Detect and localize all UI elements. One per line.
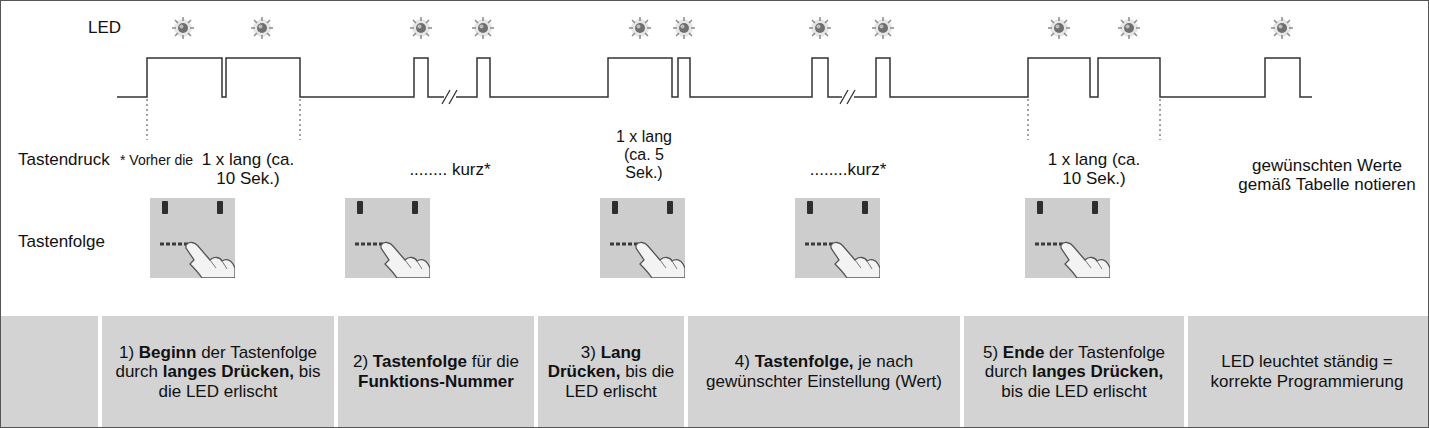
step-band (1, 316, 1428, 427)
step-word: die (158, 382, 181, 401)
step-word: Ende (1003, 343, 1045, 362)
step-word: 1) (119, 343, 134, 362)
step-word: 4) (735, 352, 750, 371)
press-note: 1 x lang (ca. 5 Sek.) (609, 128, 679, 182)
step-word: nach (876, 352, 913, 371)
step-word: bis (625, 362, 647, 381)
step-box: 3) Lang Drücken, bis die LED erlischt (538, 318, 684, 426)
step-word: Drücken, (221, 362, 294, 381)
step-word: (Wert) (895, 372, 942, 391)
press-note: 1 x lang (ca. 10 Sek.) (198, 150, 298, 188)
row-label: Tastenfolge (18, 232, 105, 251)
step-word: durch (115, 362, 158, 381)
step-word: erlischt (1093, 382, 1147, 401)
step-word: Beginn (139, 343, 197, 362)
step-box: 4) Tastenfolge, je nach gewünschter Eins… (688, 318, 960, 426)
step-box: 1) Beginn der Tastenfolge durch langes D… (102, 318, 334, 426)
led-icons (172, 17, 1293, 39)
step-text: 4) Tastenfolge, je nach gewünschter Eins… (696, 352, 952, 391)
step-word: die (496, 352, 519, 371)
step-word: Funktions-Nummer (358, 372, 514, 391)
footnote-note: * Vorher die (120, 153, 193, 169)
step-word: der (1049, 343, 1074, 362)
step-word: Drücken, (1091, 362, 1164, 381)
step-word: für (472, 352, 492, 371)
step-text: 5) Ende der Tastenfolge durch langes Drü… (972, 343, 1176, 402)
step-word: leuchtet (1259, 352, 1319, 371)
step-box: 2) Tastenfolge für die Funktions-Nummer (338, 318, 534, 426)
step-word: erlischt (603, 382, 657, 401)
press-note: ........kurz* (778, 160, 918, 179)
step-word: Lang (601, 343, 642, 362)
step-word: 3) (581, 343, 596, 362)
step-word: 2) (353, 352, 368, 371)
step-word: gewünschter (706, 372, 802, 391)
step-word: = (1383, 352, 1393, 371)
step-word: Drücken, (548, 362, 621, 381)
break-marks (442, 90, 855, 104)
step-text: 2) Tastenfolge für die Funktions-Nummer (346, 352, 526, 391)
step-word: korrekte (1211, 372, 1272, 391)
step-word: LED (1055, 382, 1088, 401)
step-text: LED leuchtet ständig = korrekte Programm… (1196, 352, 1418, 391)
step-word: ständig (1323, 352, 1378, 371)
signal-waveform (117, 58, 1312, 97)
step-word: bis (299, 362, 321, 381)
step-word: LED (1221, 352, 1254, 371)
press-note: 1 x lang (ca. 10 Sek.) (1044, 150, 1144, 188)
press-note: ........ kurz* (380, 160, 520, 179)
step-word: erlischt (224, 382, 278, 401)
instruction-note: gewünschten Werte gemäß Tabelle notieren (1238, 156, 1416, 194)
step-text: 1) Beginn der Tastenfolge durch langes D… (110, 343, 326, 402)
step-word: Tastenfolge (1078, 343, 1165, 362)
step-word: Tastenfolge, (755, 352, 854, 371)
band-separators (100, 316, 1186, 427)
step-word: durch (985, 362, 1028, 381)
step-word: LED (565, 382, 598, 401)
hand-pictures (150, 198, 1110, 278)
step-word: die (652, 362, 675, 381)
step-word: langes (163, 362, 217, 381)
step-word: Einstellung (807, 372, 890, 391)
step-word: Tastenfolge (373, 352, 467, 371)
step-box: LED leuchtet ständig = korrekte Programm… (1188, 318, 1426, 426)
step-word: bis (1001, 382, 1023, 401)
step-text: 3) Lang Drücken, bis die LED erlischt (546, 343, 676, 402)
step-word: LED (186, 382, 219, 401)
signal-label: LED (88, 18, 121, 37)
signal-label: Tastendruck (18, 150, 110, 169)
step-word: je (858, 352, 871, 371)
step-word: der (201, 343, 226, 362)
step-word: langes (1032, 362, 1086, 381)
step-word: die (1028, 382, 1051, 401)
step-word: 5) (983, 343, 998, 362)
step-box: 5) Ende der Tastenfolge durch langes Drü… (964, 318, 1184, 426)
step-word: Programmierung (1277, 372, 1404, 391)
step-word: Tastenfolge (230, 343, 317, 362)
